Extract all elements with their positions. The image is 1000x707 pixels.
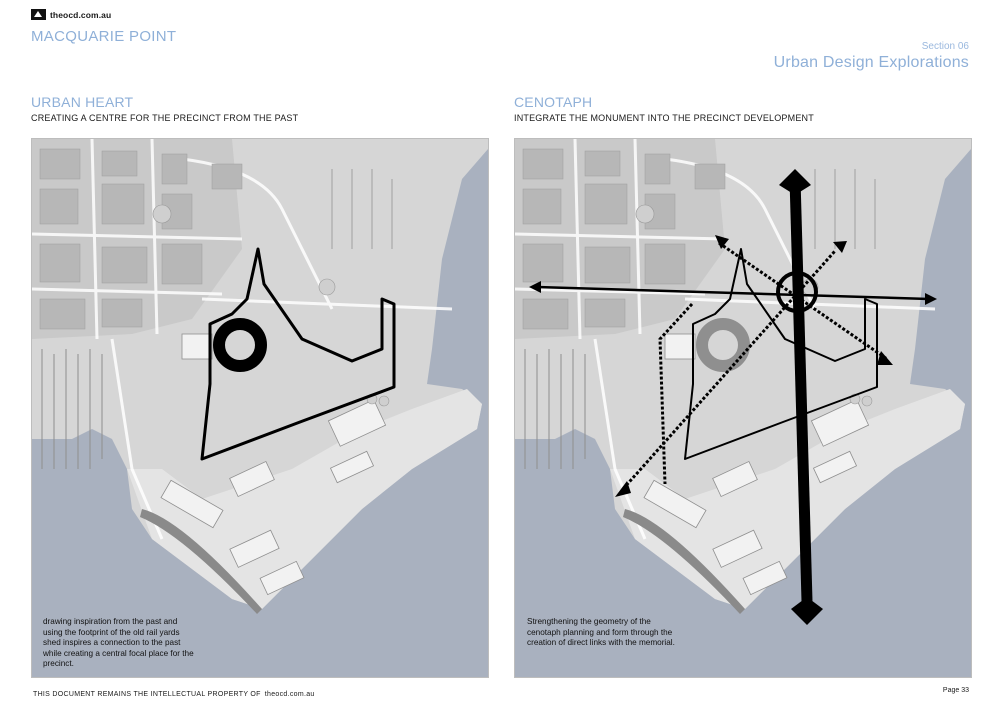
aerial-map-urban-heart [31, 138, 489, 678]
urban-heart-ghost [696, 318, 750, 372]
logo: theocd.com.au [31, 9, 111, 20]
panel-title-cenotaph: CENOTAPH [514, 94, 593, 110]
dotted-boundary-west [658, 302, 694, 485]
panel-title-urban-heart: URBAN HEART [31, 94, 134, 110]
section-number: Section 06 [921, 41, 969, 52]
precinct-boundary [200, 247, 396, 461]
panel-subtitle-urban-heart: CREATING A CENTRE FOR THE PRECINCT FROM … [31, 113, 299, 123]
page-number: Page 33 [942, 687, 969, 694]
north-south-axis [779, 169, 823, 625]
panel-subtitle-cenotaph: INTEGRATE THE MONUMENT INTO THE PRECINCT… [514, 113, 814, 123]
section-title: Urban Design Explorations [773, 54, 969, 71]
arrowhead-nw [715, 235, 729, 249]
east-west-axis [529, 281, 937, 305]
arrowhead-se [877, 351, 893, 365]
aerial-map-cenotaph [514, 138, 972, 678]
caption-urban-heart: drawing inspiration from the past and us… [43, 617, 194, 669]
urban-heart-marker [213, 318, 267, 372]
arrowhead-sw [615, 481, 631, 497]
arrowhead-ne [833, 241, 847, 253]
project-title: MACQUARIE POINT [31, 28, 177, 45]
footer-link[interactable]: theocd.com.au [264, 691, 315, 698]
cenotaph-marker [776, 271, 818, 313]
logo-text: theocd.com.au [50, 9, 112, 20]
caption-cenotaph: Strengthening the geometry of the cenota… [527, 617, 675, 648]
footer-notice: THIS DOCUMENT REMAINS THE INTELLECTUAL P… [33, 691, 315, 698]
logo-icon [31, 9, 46, 20]
